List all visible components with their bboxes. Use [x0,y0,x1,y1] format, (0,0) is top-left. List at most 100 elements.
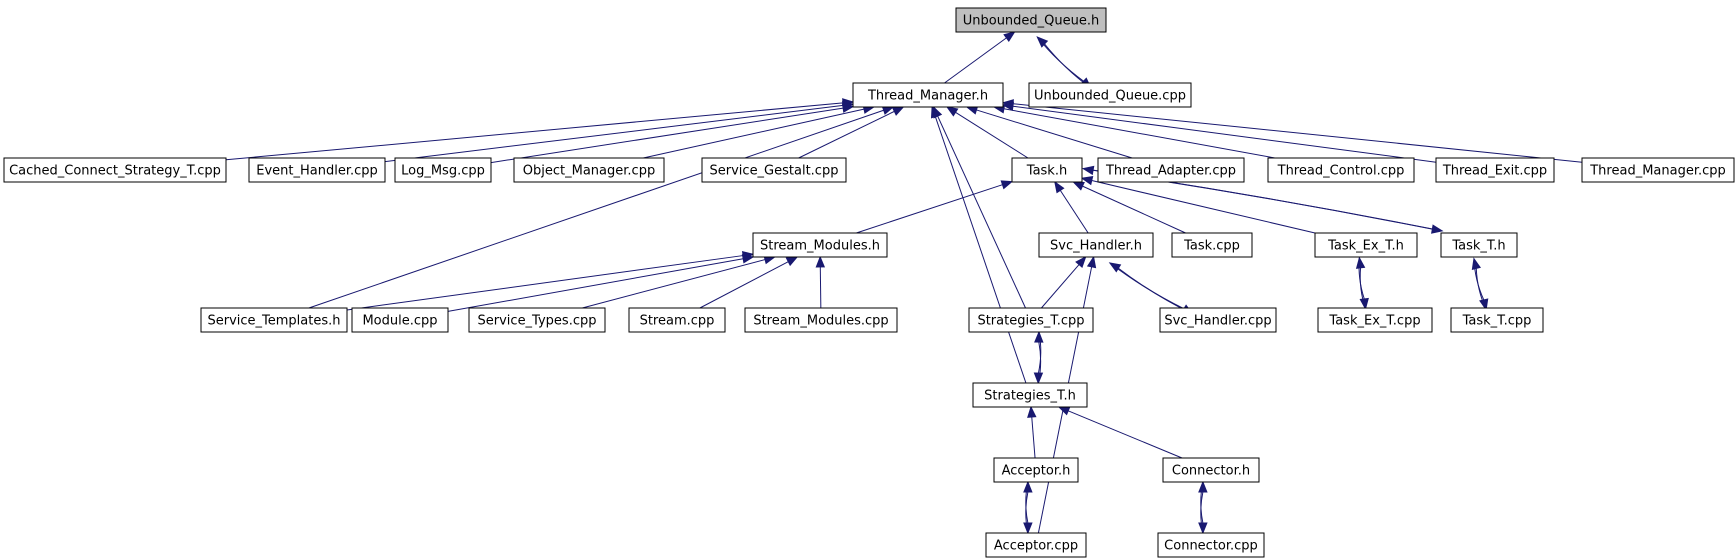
node-unbounded-queue-cpp[interactable]: Unbounded_Queue.cpp [1028,82,1192,108]
node-task-cpp[interactable]: Task.cpp [1171,232,1253,258]
edge-line [1200,481,1204,524]
node-box[interactable] [752,232,888,258]
node-box[interactable] [852,82,1004,108]
node-box[interactable] [248,157,386,183]
node-strategies-t-cpp[interactable]: Strategies_T.cpp [968,307,1094,333]
node-box[interactable] [1435,157,1555,183]
edge-connector_h-to-strategies_t_h [1057,406,1183,459]
node-box[interactable] [1157,532,1265,558]
node-box[interactable] [1011,157,1083,183]
node-box[interactable] [3,157,227,183]
node-box[interactable] [993,457,1079,483]
edge-line [699,261,789,309]
edge-acceptor_h-to-strategies_t_h [1027,405,1037,459]
arrowhead [1075,255,1087,269]
node-box[interactable] [468,307,606,333]
edge-line [937,115,1026,309]
node-box[interactable] [1162,457,1260,483]
node-task-ex-t-cpp[interactable]: Task_Ex_T.cpp [1317,307,1433,333]
node-module-cpp[interactable]: Module.cpp [351,307,449,333]
node-strategies-t-h[interactable]: Strategies_T.h [972,382,1088,408]
node-object-manager-cpp[interactable]: Object_Manager.cpp [513,157,665,183]
node-label: Object_Manager.cpp [523,164,655,179]
node-box[interactable] [1440,232,1518,258]
node-box[interactable] [1159,307,1277,333]
node-thread-manager-cpp[interactable]: Thread_Manager.cpp [1581,157,1735,183]
node-acceptor-h[interactable]: Acceptor.h [993,457,1079,483]
node-thread-adapter-cpp[interactable]: Thread_Adapter.cpp [1097,157,1245,183]
node-service-types-cpp[interactable]: Service_Types.cpp [468,307,606,333]
node-unbounded-queue-h[interactable]: Unbounded_Queue.h [955,7,1107,33]
node-box[interactable] [1317,307,1433,333]
node-task-t-h[interactable]: Task_T.h [1440,232,1518,258]
node-box[interactable] [628,307,726,333]
node-label: Module.cpp [362,314,437,329]
node-box[interactable] [394,157,492,183]
node-box[interactable] [701,157,847,183]
node-connector-h[interactable]: Connector.h [1162,457,1260,483]
arrowhead [1000,180,1014,190]
node-acceptor-cpp[interactable]: Acceptor.cpp [985,532,1087,558]
edge-line [1473,258,1485,301]
node-thread-manager-h[interactable]: Thread_Manager.h [852,82,1004,108]
edge-thread_manager_h-to-unbounded_queue_h [944,31,1016,84]
node-stream-modules-cpp[interactable]: Stream_Modules.cpp [744,307,898,333]
arrowhead [1355,256,1366,269]
node-box[interactable] [1450,307,1544,333]
edge-line [1041,264,1080,309]
edge-line [1025,481,1029,524]
edge-task_t_h-to-task_t_cpp [1473,258,1489,311]
node-box[interactable] [968,307,1094,333]
node-task-h[interactable]: Task.h [1011,157,1083,183]
node-label: Service_Types.cpp [478,314,597,329]
node-box[interactable] [1581,157,1735,183]
node-task-t-cpp[interactable]: Task_T.cpp [1450,307,1544,333]
node-box[interactable] [955,7,1107,33]
node-box[interactable] [1267,157,1415,183]
node-box[interactable] [1038,232,1154,258]
node-service-templates-h[interactable]: Service_Templates.h [200,307,348,333]
node-box[interactable] [1171,232,1253,258]
node-thread-exit-cpp[interactable]: Thread_Exit.cpp [1435,157,1555,183]
arrowhead [1072,181,1085,191]
node-thread-control-cpp[interactable]: Thread_Control.cpp [1267,157,1415,183]
node-cached-connect-strategy-t-cpp[interactable]: Cached_Connect_Strategy_T.cpp [3,157,227,183]
node-label: Acceptor.h [1002,464,1071,479]
edge-strategies_t_cpp-to-svc_handler_h [1041,255,1087,309]
node-stream-modules-h[interactable]: Stream_Modules.h [752,232,888,258]
edge-task_h-to-thread_manager_h [945,106,1029,159]
node-box[interactable] [351,307,449,333]
node-log-msg-cpp[interactable]: Log_Msg.cpp [394,157,492,183]
node-svc-handler-h[interactable]: Svc_Handler.h [1038,232,1154,258]
node-event-handler-cpp[interactable]: Event_Handler.cpp [248,157,386,183]
node-box[interactable] [1314,232,1418,258]
node-label: Stream_Modules.h [760,239,880,254]
node-service-gestalt-cpp[interactable]: Service_Gestalt.cpp [701,157,847,183]
node-box[interactable] [972,382,1088,408]
node-label: Cached_Connect_Strategy_T.cpp [9,164,221,179]
node-stream-cpp[interactable]: Stream.cpp [628,307,726,333]
node-label: Log_Msg.cpp [401,164,485,179]
node-connector-cpp[interactable]: Connector.cpp [1157,532,1265,558]
edge-thread_control_cpp-to-thread_manager_h [992,104,1276,159]
node-box[interactable] [513,157,665,183]
edge-line [976,109,1133,159]
node-box[interactable] [985,532,1087,558]
arrowhead [785,256,799,267]
arrowhead [932,105,943,119]
edge-thread_manager_cpp-to-thread_manager_h [1001,99,1583,163]
arrowhead [1479,298,1489,311]
node-box[interactable] [200,307,348,333]
edge-task_ex_t_h-to-task_h [1080,176,1316,234]
node-box[interactable] [1028,82,1192,108]
node-box[interactable] [744,307,898,333]
edge-line [934,116,1027,384]
arrowhead [1003,31,1016,43]
node-label: Task_Ex_T.h [1327,239,1404,254]
node-svc-handler-cpp[interactable]: Svc_Handler.cpp [1159,307,1277,333]
arrowhead [815,255,826,268]
edge-line [1068,410,1183,459]
node-task-ex-t-h[interactable]: Task_Ex_T.h [1314,232,1418,258]
node-box[interactable] [1097,157,1245,183]
